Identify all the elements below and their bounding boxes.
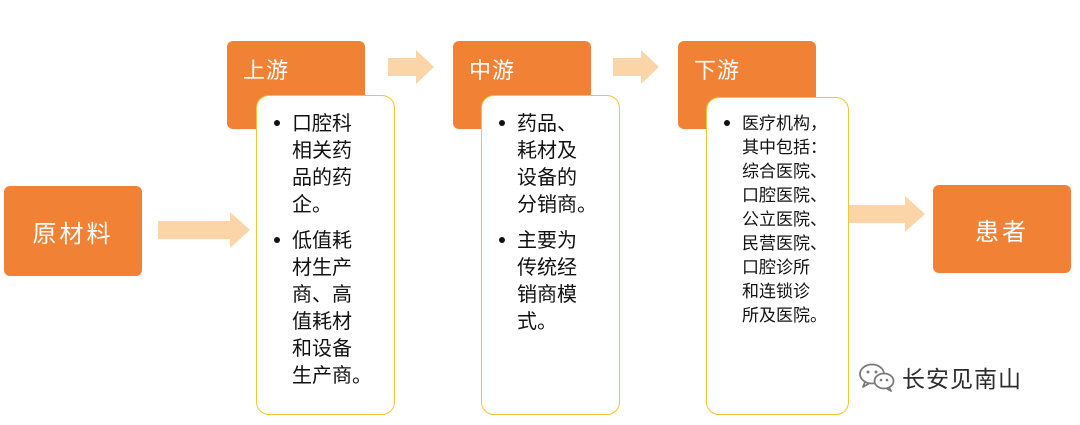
patients-node: 患者 bbox=[933, 185, 1071, 273]
midstream-detail-box: 药品、 耗材及 设备的 分销商。 主要为 传统经 销商模 式。 bbox=[481, 95, 620, 415]
upstream-items: 口腔科 相关药 品的药 企。 低值耗 材生产 商、高 值耗材 和设备 生产商。 bbox=[271, 110, 382, 389]
wechat-icon bbox=[859, 363, 895, 392]
midstream-label: 中游 bbox=[469, 59, 516, 84]
upstream-label: 上游 bbox=[243, 59, 290, 84]
downstream-items: 医疗机构， 其中包括： 综合医院、 口腔医院、 公立医院、 民营医院、 口腔诊所… bbox=[721, 112, 836, 328]
midstream-item-1: 药品、 耗材及 设备的 分销商。 bbox=[496, 110, 607, 218]
arrow-downstream-to-patients bbox=[849, 196, 925, 232]
watermark-text: 长安见南山 bbox=[902, 367, 1022, 393]
raw-material-label: 原材料 bbox=[32, 219, 114, 248]
upstream-item-1: 口腔科 相关药 品的药 企。 bbox=[271, 110, 382, 218]
patients-label: 患者 bbox=[975, 217, 1029, 246]
upstream-detail-box: 口腔科 相关药 品的药 企。 低值耗 材生产 商、高 值耗材 和设备 生产商。 bbox=[256, 95, 395, 415]
arrow-raw-to-upstream bbox=[158, 212, 250, 248]
arrow-midstream-to-downstream bbox=[613, 50, 659, 84]
watermark: 长安见南山 bbox=[858, 360, 1022, 394]
downstream-label: 下游 bbox=[694, 59, 741, 84]
midstream-items: 药品、 耗材及 设备的 分销商。 主要为 传统经 销商模 式。 bbox=[496, 110, 607, 335]
midstream-item-2: 主要为 传统经 销商模 式。 bbox=[496, 227, 607, 335]
arrow-upstream-to-midstream bbox=[388, 50, 434, 84]
downstream-detail-box: 医疗机构， 其中包括： 综合医院、 口腔医院、 公立医院、 民营医院、 口腔诊所… bbox=[706, 97, 849, 415]
raw-material-node: 原材料 bbox=[4, 186, 142, 276]
downstream-item-1: 医疗机构， 其中包括： 综合医院、 口腔医院、 公立医院、 民营医院、 口腔诊所… bbox=[721, 112, 836, 328]
upstream-item-2: 低值耗 材生产 商、高 值耗材 和设备 生产商。 bbox=[271, 227, 382, 389]
